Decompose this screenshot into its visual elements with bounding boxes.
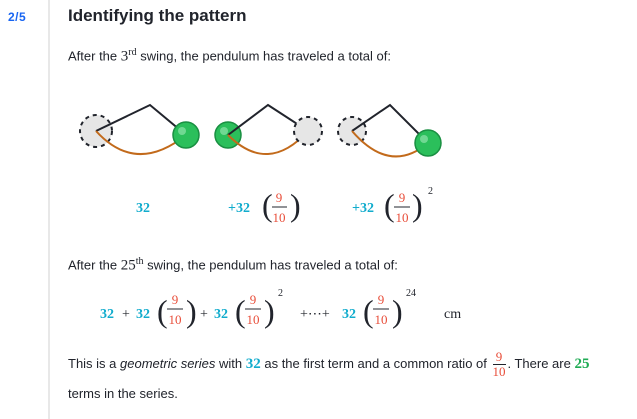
- pendulum-diagrams: [79, 103, 442, 158]
- term-3-coefficient: +32: [352, 201, 374, 216]
- term-3-left-paren: (: [384, 187, 395, 223]
- series-term-b: 32: [136, 307, 150, 322]
- series-d-left-paren: (: [363, 293, 374, 329]
- term-2-right-paren: ): [290, 187, 301, 223]
- pendulum-diagram-2: [214, 103, 323, 156]
- geometric-series-term: geometric series: [120, 355, 216, 371]
- series-c-denominator: 10: [247, 312, 260, 327]
- paragraph-25th-swing: After the 25th swing, the pendulum has t…: [68, 256, 398, 274]
- series-unit: cm: [444, 307, 461, 322]
- term-3-numerator: 9: [399, 190, 406, 205]
- term-1: 32: [136, 201, 150, 216]
- term-2-numerator: 9: [276, 190, 283, 205]
- term-count: 25: [574, 355, 590, 372]
- series-d-exponent: 24: [406, 288, 416, 299]
- term-3-denominator: 10: [396, 210, 409, 225]
- first-term-value: 32: [245, 355, 261, 372]
- series-ellipsis: +⋯+: [300, 307, 330, 322]
- series-term-a: 32: [100, 307, 114, 322]
- ratio-denominator: 10: [492, 364, 506, 379]
- series-expression: 32 + 32 ( 9 10 ) + 32 ( 9 10 ) 2 +⋯+ 32 …: [100, 288, 461, 329]
- series-c-exponent: 2: [278, 288, 283, 299]
- term-2-denominator: 10: [273, 210, 286, 225]
- series-plus-2: +: [200, 307, 208, 322]
- paragraph-geometric-series-line2: terms in the series.: [68, 386, 178, 401]
- term-2-coefficient: +32: [228, 201, 250, 216]
- term-3-right-paren: ): [412, 187, 423, 223]
- series-c-left-paren: (: [235, 293, 246, 329]
- paragraph-third-swing: After the 3rd swing, the pendulum has tr…: [68, 47, 391, 65]
- paragraph-geometric-series: This is a geometric series with 32 as th…: [68, 349, 590, 379]
- series-plus-1: +: [122, 307, 130, 322]
- series-d-right-paren: ): [392, 293, 403, 329]
- term-3-exponent: 2: [428, 186, 433, 197]
- series-d-numerator: 9: [378, 292, 385, 307]
- series-b-left-paren: (: [157, 293, 168, 329]
- ratio-numerator: 9: [492, 350, 506, 365]
- pendulum-diagram-1: [79, 103, 200, 156]
- series-term-d: 32: [342, 307, 356, 322]
- series-c-right-paren: ): [264, 293, 275, 329]
- series-d-denominator: 10: [375, 312, 388, 327]
- ordinal-suffix-th: th: [135, 256, 144, 267]
- series-c-numerator: 9: [250, 292, 257, 307]
- series-b-right-paren: ): [186, 293, 197, 329]
- section-title: Identifying the pattern: [68, 6, 247, 25]
- swing-number: 3: [120, 48, 129, 65]
- progress-rail: [48, 0, 50, 419]
- ordinal-suffix: rd: [128, 47, 137, 58]
- step-indicator: 2/5: [8, 10, 27, 24]
- series-b-denominator: 10: [169, 312, 182, 327]
- series-b-numerator: 9: [172, 292, 179, 307]
- term-2-left-paren: (: [262, 187, 273, 223]
- pendulum-diagram-3: [337, 103, 442, 158]
- series-term-c: 32: [214, 307, 228, 322]
- swing-number-25: 25: [120, 257, 136, 274]
- term-labels: 32 +32 ( 9 10 ) +32 ( 9 10 ) 2: [136, 186, 433, 225]
